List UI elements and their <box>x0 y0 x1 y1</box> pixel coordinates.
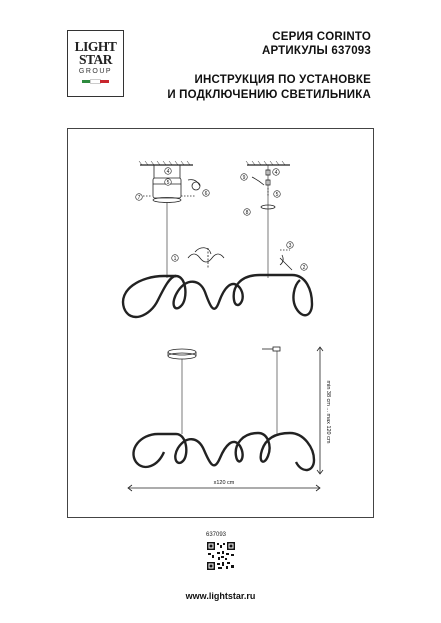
rotation-arrows <box>187 247 225 268</box>
logo-line-2: STAR <box>78 52 113 67</box>
suspension-wire-assembly <box>251 165 293 278</box>
svg-text:6: 6 <box>205 191 208 197</box>
logo-line-1: LIGHT <box>74 39 117 54</box>
svg-text:3: 3 <box>289 243 292 249</box>
svg-text:9: 9 <box>243 175 246 181</box>
svg-text:1: 1 <box>174 256 177 262</box>
callout-5-right: 5 <box>273 190 281 198</box>
luminaire-bottom-left-loop <box>132 432 166 469</box>
height-dimension <box>316 346 324 475</box>
svg-text:5: 5 <box>167 180 170 186</box>
callout-1: 1 <box>171 254 179 262</box>
svg-text:4: 4 <box>167 169 170 175</box>
callout-8: 8 <box>243 208 251 216</box>
instruction-title-line-2: И ПОДКЛЮЧЕНИЮ СВЕТИЛЬНИКА <box>167 89 371 101</box>
website-link[interactable]: www.lightstar.ru <box>185 591 256 601</box>
luminaire-bottom <box>158 431 316 472</box>
callout-3: 3 <box>286 241 294 249</box>
instruction-title-line-1: ИНСТРУКЦИЯ ПО УСТАНОВКЕ <box>194 74 371 86</box>
footer-article-number: 637093 <box>206 532 227 538</box>
callout-4-left: 4 <box>164 167 172 175</box>
logo-line-3: GROUP <box>78 68 113 75</box>
svg-text:5: 5 <box>276 192 279 198</box>
svg-text:7: 7 <box>138 195 141 201</box>
callout-6: 6 <box>202 189 210 197</box>
flag-stripe-red <box>100 80 109 83</box>
ceiling-hatch-left <box>138 160 193 166</box>
series-title: СЕРИЯ CORINTO <box>272 31 371 43</box>
width-dimension-label: x120 cm <box>214 480 235 486</box>
callout-9: 9 <box>240 173 248 181</box>
width-dimension <box>127 484 321 492</box>
height-dimension-label: min 38 cm ... max 120 cm <box>325 381 331 444</box>
flag-stripe-white <box>90 79 101 84</box>
qr-code-icon <box>207 542 235 570</box>
callout-7: 7 <box>135 193 143 201</box>
svg-text:8: 8 <box>246 210 249 216</box>
canopy-bottom <box>167 346 281 434</box>
article-title: АРТИКУЛЫ 637093 <box>261 45 371 57</box>
diagram-frame <box>67 128 374 518</box>
luminaire-top <box>164 273 314 317</box>
callout-5-left: 5 <box>164 178 172 186</box>
italian-flag-icon <box>68 79 123 84</box>
luminaire-top-left-loop <box>121 274 177 319</box>
svg-text:2: 2 <box>303 265 306 271</box>
ceiling-hatch-right <box>245 160 290 166</box>
callout-4-right: 4 <box>272 168 280 176</box>
brand-logo: LIGHT STAR GROUP <box>67 30 124 97</box>
svg-text:4: 4 <box>275 170 278 176</box>
flag-stripe-green <box>82 80 91 83</box>
callout-2: 2 <box>300 263 308 271</box>
